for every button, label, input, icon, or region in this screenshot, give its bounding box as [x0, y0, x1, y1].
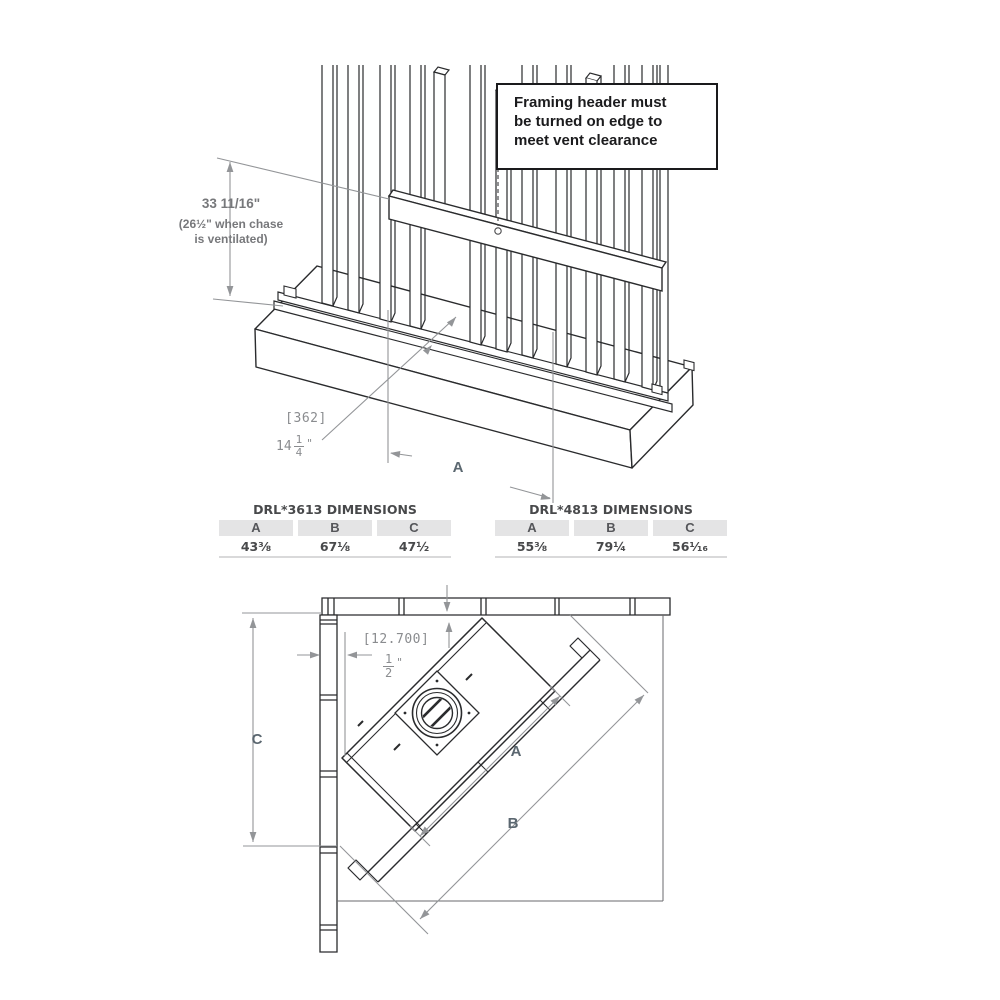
table-bottom-rule — [219, 556, 451, 558]
hearth-depth-whole: 14 — [276, 438, 292, 454]
clearance-mm: [12.700] — [362, 632, 430, 647]
value-c: 56¹⁄₁₆ — [672, 539, 708, 554]
hearth-depth-unit: " — [306, 436, 313, 450]
front-width-label-a: A — [452, 459, 464, 476]
hearth-depth-arrows — [422, 317, 456, 355]
table-header-row: A B C — [219, 520, 451, 536]
column-header-a: A — [219, 520, 293, 536]
plan-label-a: A — [510, 743, 522, 760]
width-dimension-arrows — [390, 451, 551, 500]
column-header-b: B — [574, 520, 648, 536]
dimensions-table-drl4813: DRL*4813 DIMENSIONS A B C 55⅜ 79¼ 56¹⁄₁₆ — [495, 503, 727, 558]
value-a: 43⅜ — [240, 539, 272, 554]
column-header-a: A — [495, 520, 569, 536]
table-header-row: A B C — [495, 520, 727, 536]
value-a: 55⅜ — [516, 539, 548, 554]
plan-left-wall — [319, 614, 338, 953]
plan-label-c: C — [251, 731, 263, 748]
table-bottom-rule — [495, 556, 727, 558]
hearth-depth-denominator: 4 — [295, 445, 303, 459]
column-header-c: C — [377, 520, 451, 536]
table-title: DRL*4813 DIMENSIONS — [529, 502, 693, 517]
dimensions-table-drl3613: DRL*3613 DIMENSIONS A B C 43⅜ 67⅛ 47½ — [219, 503, 451, 558]
clearance-denominator: 2 — [385, 665, 393, 680]
hearth-depth-mm: [362] — [285, 411, 327, 426]
value-c: 47½ — [398, 539, 430, 554]
height-dimension-arrows — [226, 162, 234, 296]
hearth-depth-leader — [321, 316, 457, 441]
column-header-b: B — [298, 520, 372, 536]
table-value-row: 55⅜ 79¼ 56¹⁄₁₆ — [495, 536, 727, 554]
framing-header-beam — [387, 189, 668, 292]
plan-label-b: B — [507, 815, 519, 832]
height-dimension-value: 33 11/16" — [201, 196, 261, 211]
framing-header-callout: Framing header must be turned on edge to… — [496, 83, 718, 170]
nailer-blocks — [283, 285, 695, 396]
value-b: 67⅛ — [319, 539, 351, 554]
plan-dimension-arrows — [249, 602, 644, 919]
plan-room-boundary — [337, 615, 664, 902]
plan-dimension-lines — [242, 585, 649, 935]
bottom-plates — [273, 291, 673, 413]
column-header-c: C — [653, 520, 727, 536]
table-title: DRL*3613 DIMENSIONS — [253, 502, 417, 517]
value-b: 79¼ — [595, 539, 627, 554]
height-dimension-lines — [212, 157, 390, 307]
hearth-depth-numerator: 1 — [293, 433, 305, 447]
callout-leader — [494, 168, 502, 235]
clearance-unit: " — [396, 655, 403, 669]
table-value-row: 43⅜ 67⅛ 47½ — [219, 536, 451, 554]
height-dimension-note: (26½" when chase is ventilated) — [178, 217, 284, 246]
plan-top-wall — [321, 597, 671, 616]
clearance-numerator: 1 — [383, 652, 395, 667]
plan-vent-collar — [357, 670, 480, 756]
